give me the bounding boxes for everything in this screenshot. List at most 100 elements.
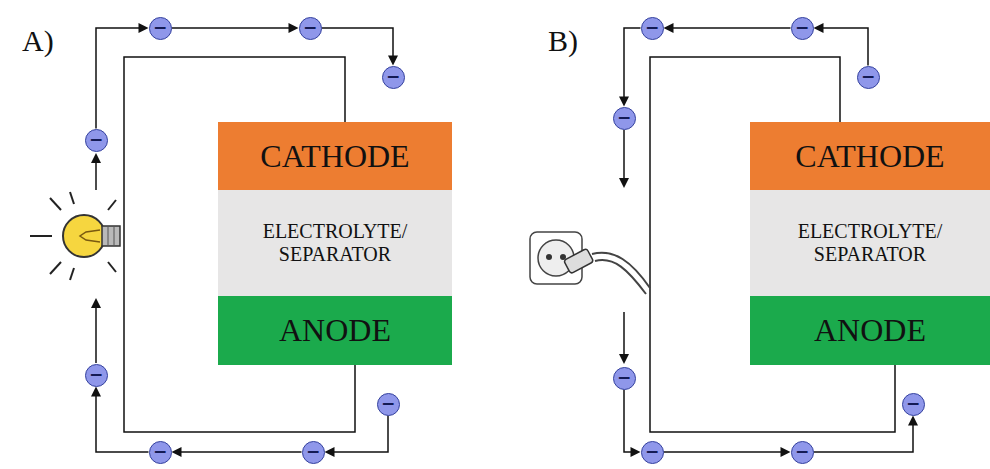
electron: − — [613, 107, 636, 130]
electron: − — [85, 364, 108, 387]
arrow-head — [619, 97, 629, 107]
panel-label: B) — [548, 24, 578, 58]
arrow-head — [91, 298, 101, 308]
arrow-head — [814, 23, 824, 33]
electrolyte-layer: ELECTROLYTE/ SEPARATOR — [218, 190, 452, 296]
electron-sign: − — [645, 19, 659, 36]
layer-label: ELECTROLYTE/ SEPARATOR — [758, 220, 982, 266]
connector-line — [664, 451, 783, 453]
electron-flow-arrow — [322, 28, 399, 66]
light-bulb — [30, 153, 120, 363]
light-ray — [70, 192, 74, 204]
electron-flow-arrow — [814, 23, 869, 66]
connector-line — [96, 395, 149, 453]
electron-sign: − — [906, 395, 920, 412]
light-ray — [30, 235, 52, 237]
arrow-head — [908, 416, 918, 426]
flow-arrow — [623, 312, 625, 356]
light-ray — [70, 268, 74, 280]
bulb-thread — [108, 226, 109, 246]
connector-line — [96, 28, 141, 129]
electron-sign: − — [306, 443, 320, 460]
connector-line — [333, 416, 389, 453]
connector-line — [624, 390, 633, 453]
arrow-head — [91, 387, 101, 397]
electrolyte-layer: ELECTROLYTE/ SEPARATOR — [750, 190, 990, 296]
electron-flow-arrow — [664, 23, 791, 33]
electron: − — [791, 441, 814, 464]
light-ray — [50, 262, 61, 274]
electron: − — [149, 17, 172, 40]
electron-sign: − — [386, 68, 400, 85]
cathode-layer: CATHODE — [218, 122, 452, 190]
electron-sign: − — [617, 369, 631, 386]
layer-label: CATHODE — [260, 138, 409, 175]
flow-arrow — [95, 160, 97, 190]
layer-label: ANODE — [814, 312, 926, 349]
plug-body — [564, 248, 594, 273]
plug-cable — [592, 253, 650, 288]
layer-label: ELECTROLYTE/ SEPARATOR — [226, 220, 444, 266]
electron: − — [377, 393, 400, 416]
anode-layer: ANODE — [750, 296, 990, 365]
electron-flow-arrow — [814, 416, 919, 453]
arrow-head — [172, 447, 182, 457]
arrow-head — [631, 447, 641, 457]
arrow-head — [325, 447, 335, 457]
electron: − — [85, 129, 108, 152]
plug — [564, 248, 594, 273]
connector-line — [624, 28, 641, 99]
connector-line — [180, 451, 302, 453]
electron-flow-arrow — [91, 387, 149, 453]
connector-line — [322, 28, 394, 58]
arrow-head — [664, 23, 674, 33]
electron: − — [857, 66, 880, 89]
flow-arrow — [95, 306, 97, 363]
layer-label: CATHODE — [795, 138, 944, 175]
flow-arrow — [623, 130, 625, 180]
electron: − — [613, 367, 636, 390]
light-ray — [108, 262, 116, 272]
connector-line — [814, 424, 914, 453]
electron-sign: − — [645, 443, 659, 460]
electron-sign: − — [89, 366, 103, 383]
electron-sign: − — [303, 19, 317, 36]
bulb-glass — [63, 215, 105, 257]
electron: − — [302, 441, 325, 464]
electron: − — [641, 17, 664, 40]
socket-hole — [546, 254, 552, 260]
electron-sign: − — [617, 109, 631, 126]
electron-flow-arrow — [624, 390, 641, 458]
electron: − — [149, 441, 172, 464]
electron-sign: − — [153, 19, 167, 36]
connector-line — [172, 27, 291, 29]
electron: − — [641, 441, 664, 464]
connector-line — [672, 27, 791, 29]
arrow-head — [619, 354, 629, 364]
electron-flow-arrow — [96, 23, 149, 129]
arrow-head — [781, 447, 791, 457]
electron-flow-arrow — [619, 28, 641, 107]
connector-line — [822, 28, 869, 66]
electron: − — [382, 66, 405, 89]
electron-sign: − — [795, 443, 809, 460]
light-ray — [50, 198, 61, 210]
arrow-head — [139, 23, 149, 33]
arrow-head — [388, 56, 398, 66]
electron-flow-arrow — [325, 416, 389, 458]
anode-layer: ANODE — [218, 296, 452, 365]
electron-sign: − — [861, 68, 875, 85]
electron-sign: − — [795, 19, 809, 36]
light-ray — [108, 200, 116, 210]
bulb-thread — [114, 226, 115, 246]
panel-label: A) — [22, 24, 54, 58]
electron-flow-arrow — [664, 447, 791, 457]
bulb-filament — [80, 230, 100, 242]
arrow-head — [91, 153, 101, 163]
electron-sign: − — [153, 443, 167, 460]
bulb-base — [102, 226, 120, 246]
electron-flow-arrow — [172, 23, 299, 33]
plug-cable — [595, 260, 646, 294]
electron: − — [902, 393, 925, 416]
